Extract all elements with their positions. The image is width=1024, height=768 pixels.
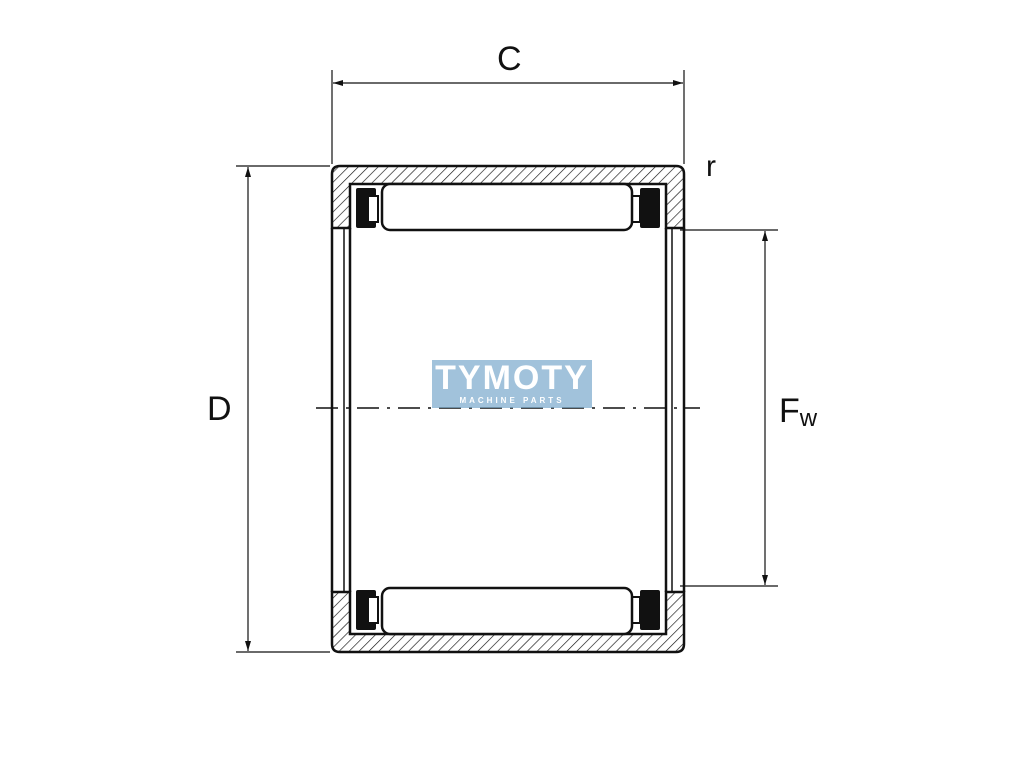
cage-and-rollers — [356, 182, 660, 636]
logo-tagline: MACHINE PARTS — [459, 396, 565, 405]
cup-top-section — [330, 164, 686, 230]
cage-top-right — [640, 188, 660, 228]
cup-bottom-section — [330, 590, 686, 654]
drawn-cup-section — [330, 164, 686, 654]
dimension-fw-label: Fw — [779, 392, 817, 431]
dimension-fw — [680, 229, 778, 587]
cage-bottom-right — [640, 590, 660, 630]
dimension-r-label: r — [706, 150, 716, 183]
dimension-fw-subscript: w — [799, 405, 818, 432]
cage-bottom-left-lip — [367, 596, 379, 624]
dimension-d — [236, 165, 330, 653]
dimension-c-label: C — [497, 40, 522, 78]
tymoty-logo-watermark: TYMOTY MACHINE PARTS — [432, 360, 592, 408]
dimension-fw-main: F — [779, 392, 800, 430]
dimension-d-label: D — [207, 390, 232, 428]
cage-top-left-lip — [367, 195, 379, 223]
dimension-c — [331, 70, 685, 164]
roller-top — [380, 182, 634, 232]
logo-name: TYMOTY — [435, 359, 589, 397]
roller-bottom — [380, 586, 634, 636]
